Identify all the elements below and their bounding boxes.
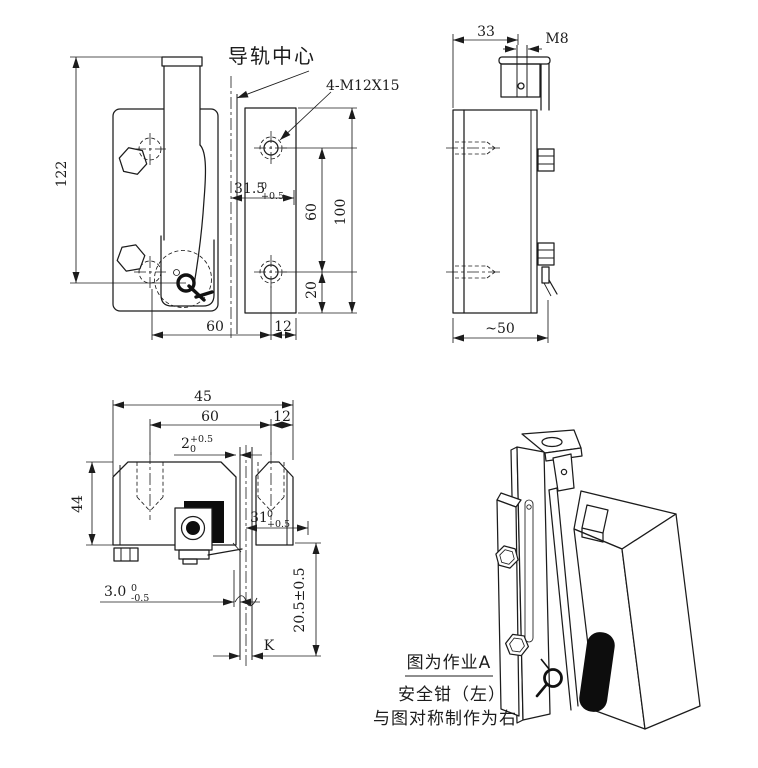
iso-arm-slot — [524, 499, 534, 643]
side-body — [446, 109, 558, 314]
svg-text:31.5: 31.5 — [234, 181, 265, 197]
svg-text:3.0: 3.0 — [104, 584, 126, 600]
note-line1: 图为作业A — [407, 653, 492, 673]
dim-depth-group: ~50 — [452, 300, 549, 343]
iso-view: 图为作业A 安全钳（左） 与图对称制作为右 — [373, 429, 701, 730]
iso-top-tab — [521, 429, 583, 492]
svg-text:0: 0 — [261, 181, 267, 192]
dim-plan-hole-spacing: 60 — [201, 409, 219, 425]
svg-text:+0.5: +0.5 — [267, 519, 290, 530]
svg-text:2: 2 — [181, 436, 190, 452]
dim-jaw-depth-group: 20.5±0.5 — [292, 542, 321, 656]
lever-curve — [192, 144, 207, 292]
iso-block — [573, 490, 701, 730]
dim-plate-height: 100 — [333, 199, 349, 226]
thread-callout-m12: 4-M12X15 — [326, 78, 400, 94]
pivot-boss — [154, 250, 212, 308]
svg-text:0: 0 — [131, 583, 137, 594]
dim-bottom-row: 60 12 — [151, 286, 297, 340]
side-bracket — [498, 45, 551, 111]
dim-overall-height: 122 — [54, 56, 186, 284]
thread-callout-m8: M8 — [545, 31, 568, 47]
side-nut-bottom — [537, 242, 555, 266]
front-rail-and-plate — [230, 76, 297, 338]
iso-left-plate — [495, 492, 530, 717]
rail-center-leader — [236, 70, 310, 99]
dim-bottom-plate: 12 — [274, 319, 292, 335]
bracket-hole — [517, 82, 525, 90]
hex-bolt-top — [118, 147, 148, 175]
front-clamp-body — [112, 56, 219, 312]
iso-bolt-bottom — [504, 633, 530, 657]
thread-callout-m8-group: M8 — [503, 31, 569, 53]
side-pin — [541, 266, 550, 284]
side-nut-top — [537, 148, 555, 172]
dim-depth: ~50 — [485, 321, 515, 337]
dim-body-depth: 44 — [70, 495, 86, 513]
iso-wedge-guides — [548, 487, 579, 711]
lever-arm — [164, 58, 200, 238]
dim-hole-to-bottom: 20 — [304, 281, 320, 299]
dim-rail-offset: 31.5 0 +0.5 — [231, 181, 295, 205]
svg-text:0: 0 — [190, 444, 196, 455]
dim-clearance-group: 3.0 0 -0.5 — [100, 570, 260, 607]
dim-right-stack: 60 20 100 — [283, 107, 357, 314]
dim-body-depth-group: 44 — [70, 461, 113, 546]
dim-top-offset: 33 — [477, 24, 495, 40]
svg-text:31: 31 — [250, 510, 268, 526]
dim-rail-to-face-group: 31 0 +0.5 — [246, 509, 309, 535]
cotter-pin-plan — [207, 548, 243, 556]
iso-cotter-pin — [535, 658, 563, 698]
iso-brake-pad — [579, 632, 615, 712]
front-view: 导轨中心 4-M12X15 122 31.5 0 +0.5 60 — [54, 44, 400, 340]
wedge-roller — [186, 521, 200, 535]
iso-notes: 图为作业A 安全钳（左） 与图对称制作为右 — [373, 653, 517, 729]
plan-view: 45 60 12 2 +0.5 0 44 31 0 +0. — [70, 389, 321, 666]
svg-text:+0.5: +0.5 — [261, 191, 284, 202]
dim-bottom-width: 60 — [206, 319, 224, 335]
lever-arm-cap — [161, 56, 203, 67]
note-line3: 与图对称制作为右 — [373, 709, 517, 729]
rail-center-label: 导轨中心 — [228, 44, 316, 68]
hex-bolt-bottom — [116, 244, 146, 272]
dim-plan-plate: 12 — [273, 409, 291, 425]
dim-k-group: K — [213, 638, 321, 660]
lever-slot — [160, 235, 215, 307]
side-view: 33 M8 ~50 — [446, 24, 569, 343]
brake-pad — [184, 501, 224, 543]
svg-text:+0.5: +0.5 — [190, 434, 213, 445]
dim-k: K — [264, 638, 275, 654]
plan-body — [112, 445, 294, 666]
svg-text:122: 122 — [54, 161, 70, 188]
thread-leader — [279, 91, 332, 141]
dim-hole-spacing: 60 — [304, 203, 320, 221]
dim-overall-group: 45 — [112, 389, 294, 476]
note-line2: 安全钳（左） — [398, 685, 506, 705]
dim-top-offset-group: 33 — [452, 24, 519, 108]
dim-overall: 45 — [194, 389, 212, 405]
iso-tab-hole — [541, 436, 563, 448]
mounting-plate — [244, 107, 297, 314]
dim-plan-60-12: 60 12 — [149, 409, 293, 455]
svg-text:0: 0 — [267, 509, 273, 520]
svg-text:-0.5: -0.5 — [131, 593, 149, 604]
plan-nut — [113, 547, 139, 562]
dim-gap-group: 2 +0.5 0 — [174, 434, 262, 459]
dim-jaw-depth: 20.5±0.5 — [292, 567, 308, 632]
